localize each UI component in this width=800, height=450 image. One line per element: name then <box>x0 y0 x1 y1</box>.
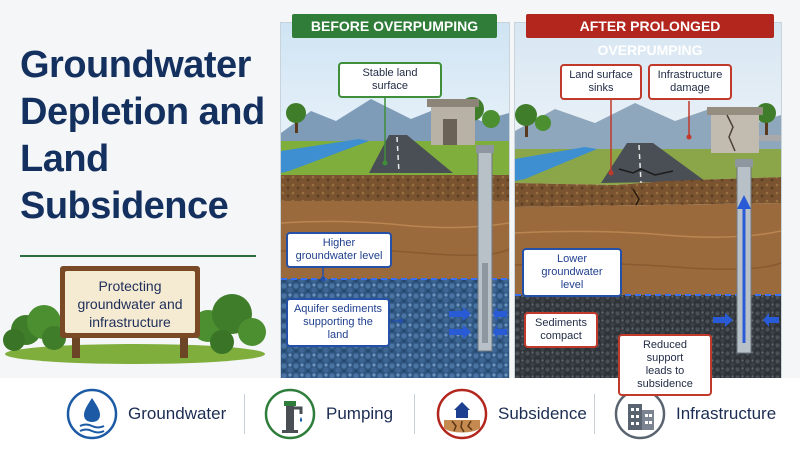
title-divider <box>20 255 256 257</box>
legend-label: Subsidence <box>498 404 587 423</box>
roadside-sign-illustration: Protecting groundwater and infrastructur… <box>3 266 266 364</box>
bush-icon <box>192 294 266 354</box>
road-centerline <box>396 136 400 174</box>
title-line: Subsidence <box>20 185 229 227</box>
sign-post <box>180 330 188 358</box>
canal-water <box>281 139 369 173</box>
callout-text: Land surface <box>569 69 633 81</box>
road-crack <box>618 168 674 176</box>
callout-text: supporting the land <box>303 316 373 341</box>
sign-text: groundwater and <box>77 296 182 312</box>
road <box>601 143 705 183</box>
topsoil-layer <box>281 175 509 201</box>
legend-item-groundwater: Groundwater <box>66 388 226 440</box>
pump-house-icon <box>427 99 479 145</box>
callout-aquifer-sediments: Aquifer sediments supporting the land <box>286 298 390 347</box>
cracked-ground-icon <box>436 388 488 440</box>
water-drop-icon <box>66 388 118 440</box>
legend-divider <box>414 394 415 434</box>
callout-pointer-dot <box>608 170 614 176</box>
callout-text: groundwater level <box>541 266 603 291</box>
callout-reduced-support: Reduced support leads to subsidence <box>618 334 712 396</box>
water-pump-icon <box>264 388 316 440</box>
legend-label: Pumping <box>326 404 394 423</box>
callout-infrastructure-damage: Infrastructure damage <box>648 64 732 100</box>
ground-crack <box>632 188 640 208</box>
callout-lower-groundwater-level: Lower groundwater level <box>522 248 622 297</box>
callout-pointer-dot <box>320 276 326 282</box>
legend-label: Groundwater <box>128 404 227 423</box>
building-icon <box>614 388 666 440</box>
canal-water <box>515 147 597 181</box>
callout-land-surface-sinks: Land surface sinks <box>560 64 642 100</box>
legend-divider <box>594 394 595 434</box>
callout-stable-land-surface: Stable land surface <box>338 62 442 98</box>
callout-text: Higher <box>322 237 356 249</box>
title-line: Land <box>20 138 109 180</box>
callout-text: leads to subsidence <box>637 365 693 390</box>
title-line: Groundwater <box>20 44 251 86</box>
sign-text: infrastructure <box>89 314 171 330</box>
page-title: Groundwater Depletion and Land Subsidenc… <box>20 42 282 230</box>
damaged-building-icon <box>707 107 781 153</box>
inflow-arrow-icon <box>449 307 507 339</box>
callout-text: Reduced support <box>642 339 688 364</box>
callout-text: groundwater level <box>295 250 383 262</box>
road <box>369 135 453 173</box>
after-banner: AFTER PROLONGED OVERPUMPING <box>526 14 774 58</box>
callout-text: Aquifer sediments <box>293 303 383 315</box>
callout-text: damage <box>670 82 710 94</box>
sign-post <box>72 330 80 358</box>
topsoil-layer <box>515 177 781 207</box>
callout-text: Infrastructure <box>657 69 723 81</box>
title-line: Depletion and <box>20 91 265 133</box>
sign-board <box>65 271 195 333</box>
grass-ground <box>5 344 265 364</box>
callout-text: Sediments <box>535 317 587 329</box>
road-centerline <box>638 144 642 184</box>
callout-higher-groundwater-level: Higher groundwater level <box>286 232 392 268</box>
bush-icon <box>3 305 66 351</box>
legend-item-subsidence: Subsidence <box>436 388 587 440</box>
legend-label: Infrastructure <box>676 404 777 423</box>
callout-text: Stable land surface <box>362 67 418 92</box>
inflow-arrow-icon <box>713 313 779 327</box>
callout-pointer-dot <box>398 318 404 324</box>
well-pipe-icon <box>735 159 753 354</box>
well-pipe-icon <box>476 145 494 352</box>
callout-text: sinks <box>588 82 614 94</box>
legend-divider <box>244 394 245 434</box>
legend-item-infrastructure: Infrastructure <box>614 388 776 440</box>
callout-pointer-dot <box>686 134 692 140</box>
callout-pointer-dot <box>382 160 388 166</box>
sign-scene: Protecting groundwater and infrastructur… <box>0 258 280 370</box>
callout-sediments-compact: Sediments compact <box>524 312 598 348</box>
sign-text: Protecting <box>98 278 161 294</box>
callout-text: Lower <box>557 253 587 265</box>
before-banner: BEFORE OVERPUMPING <box>292 14 497 38</box>
callout-text: compact <box>540 330 582 342</box>
legend-item-pumping: Pumping <box>264 388 393 440</box>
